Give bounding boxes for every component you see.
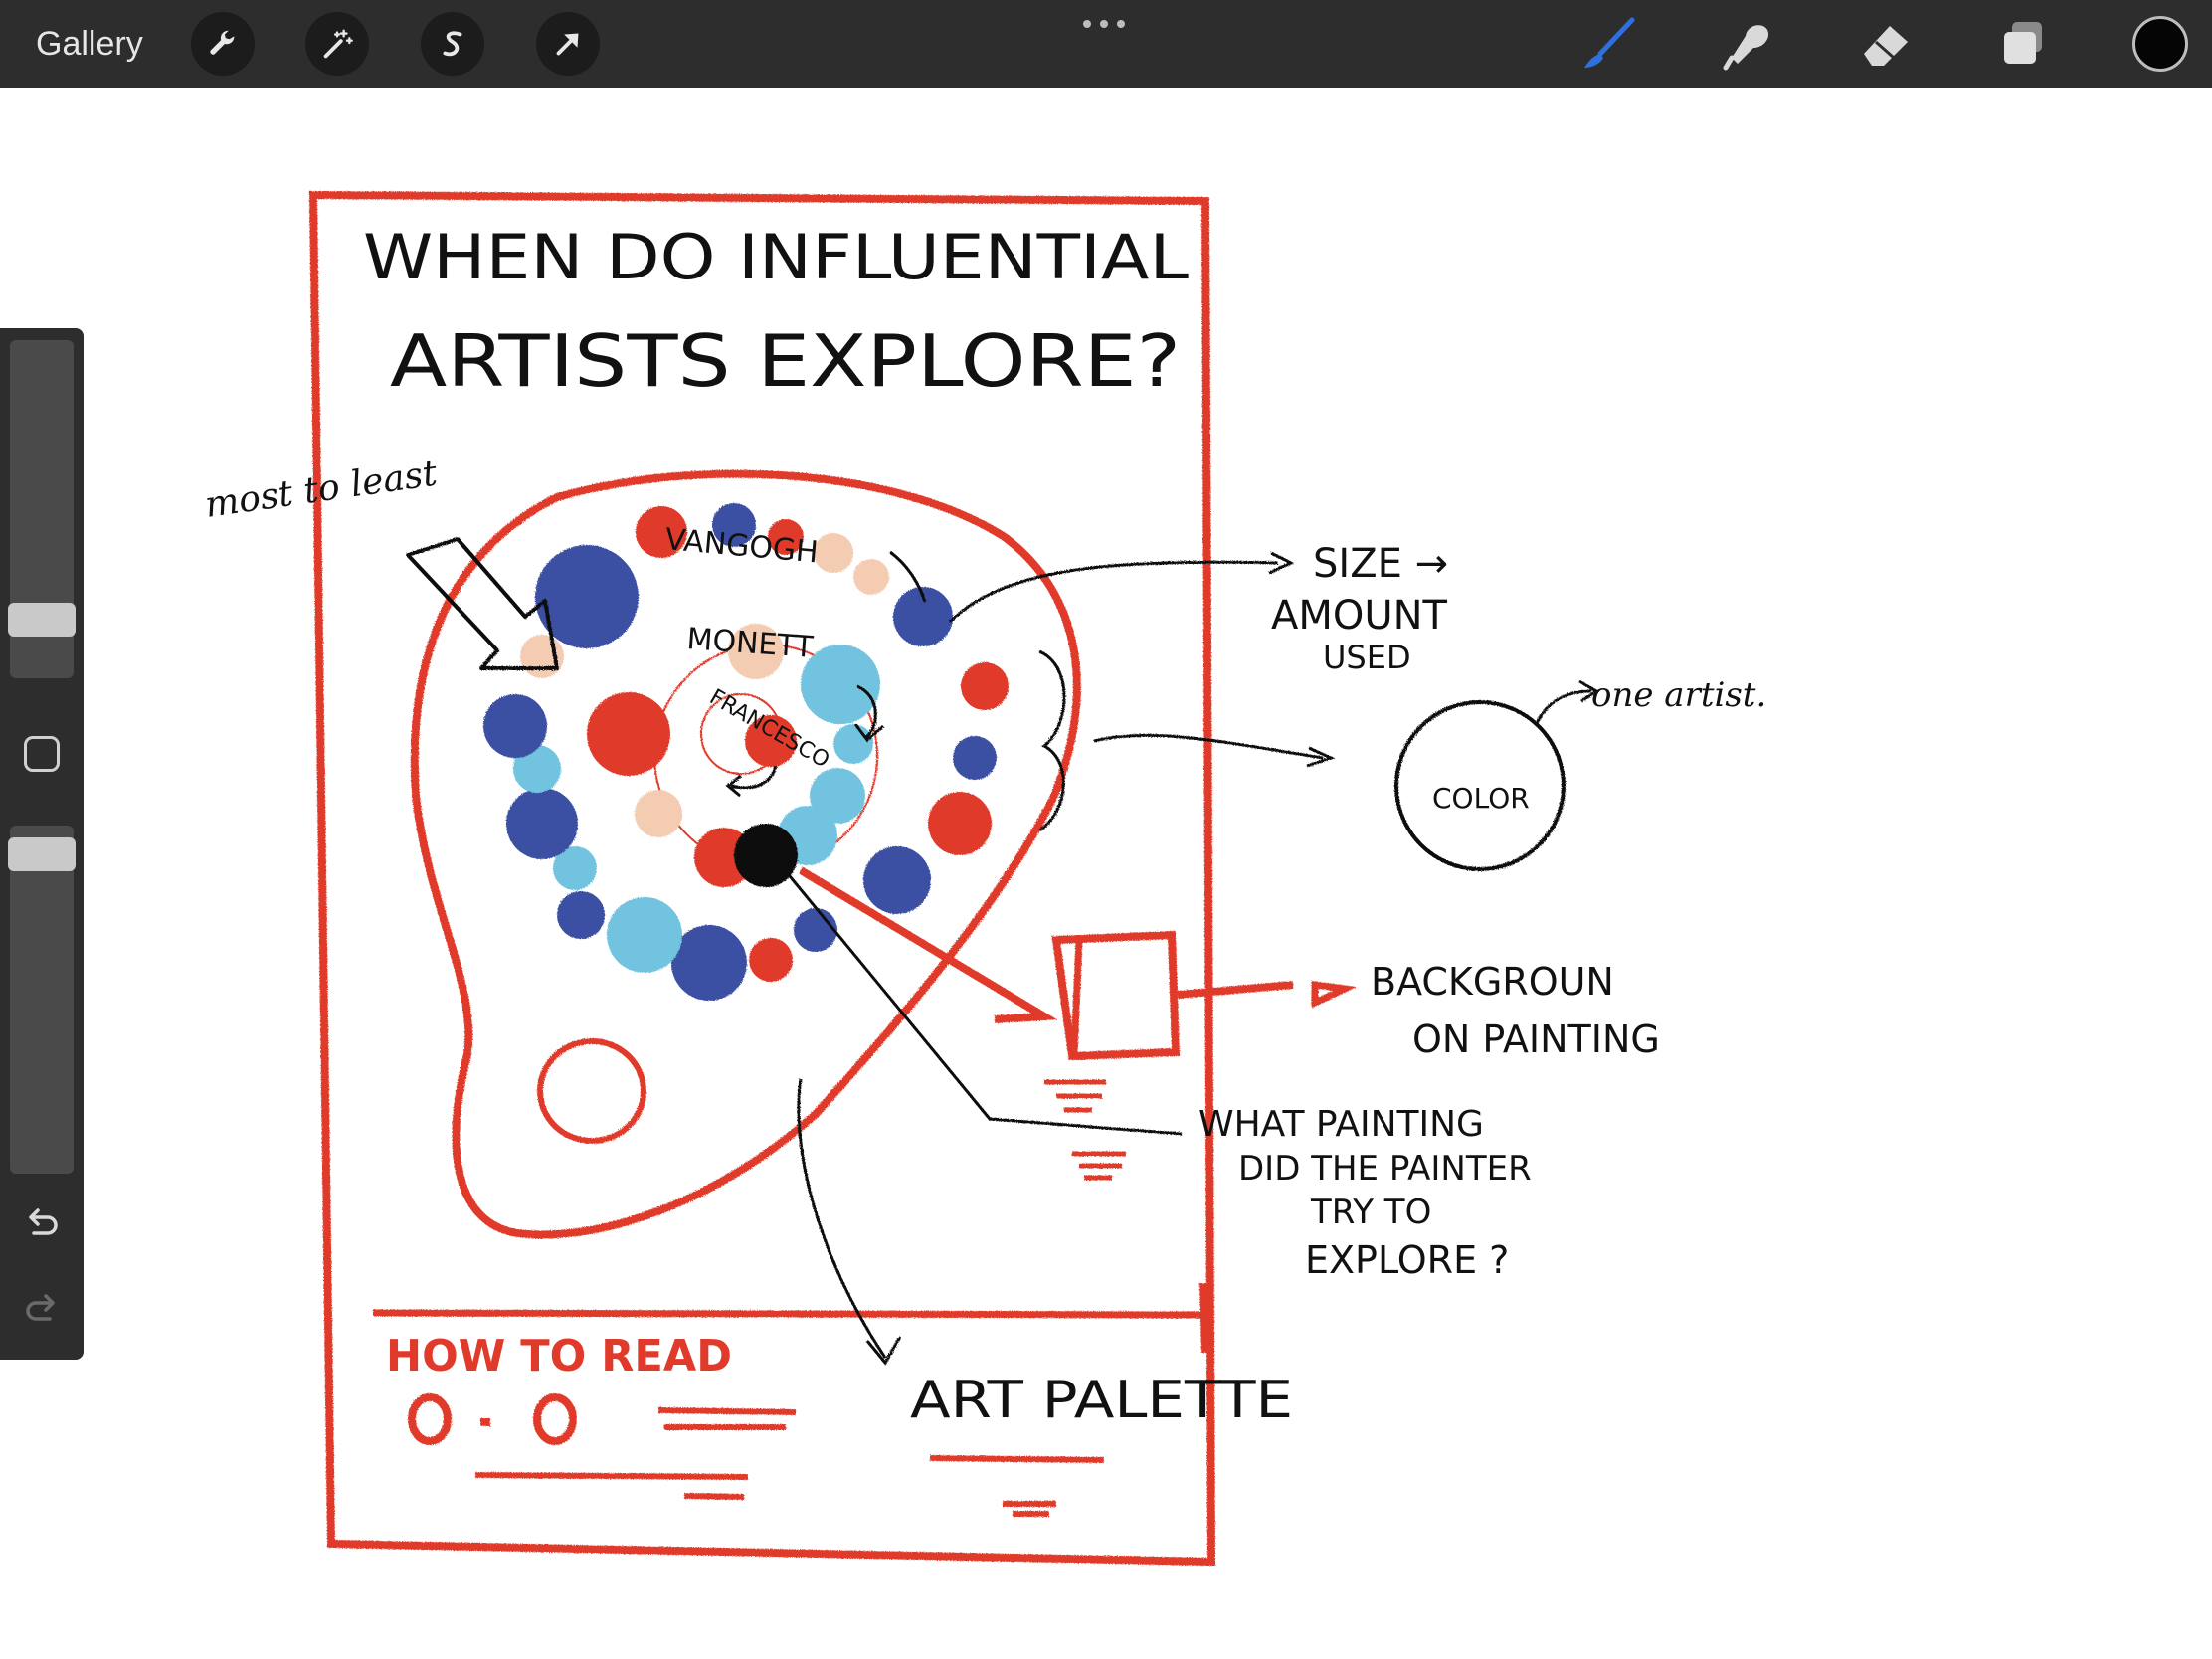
label-how-to-read: HOW TO READ [386, 1331, 732, 1382]
inner-color-ring [587, 624, 880, 887]
opacity-slider[interactable] [10, 826, 74, 1174]
palette-outline [410, 469, 1081, 1239]
drawing-canvas[interactable]: WHEN DO INFLUENTIAL ARTISTS EXPLORE? mos… [0, 88, 2212, 1659]
palette-thumb-hole [537, 1038, 646, 1144]
label-amount: AMOUNT [1271, 593, 1448, 639]
gallery-button[interactable]: Gallery [36, 25, 143, 63]
label-art-palette: ART PALETTE [910, 1371, 1293, 1430]
label-size: SIZE → [1313, 541, 1448, 587]
label-what-line4: EXPLORE ? [1305, 1238, 1509, 1282]
undo-icon[interactable] [20, 1203, 64, 1247]
label-color: COLOR [1432, 782, 1530, 815]
transform-arrow-icon[interactable] [536, 12, 600, 76]
label-one-artist: one artist. [1591, 675, 1766, 715]
magic-wand-icon[interactable] [305, 12, 369, 76]
label-what-line1: WHAT PAINTING [1198, 1104, 1484, 1145]
top-toolbar: Gallery [0, 0, 2212, 88]
label-monet: MONETT [685, 622, 815, 665]
label-what-line2: DID THE PAINTER [1238, 1149, 1532, 1189]
poster-frame [308, 190, 1216, 1567]
painting-thumbnail [1051, 930, 1181, 1061]
layers-icon[interactable] [1994, 14, 2054, 74]
color-picker-button[interactable] [2132, 16, 2188, 72]
redo-icon[interactable] [20, 1289, 64, 1333]
brush-size-handle[interactable] [8, 603, 76, 637]
selection-icon[interactable] [421, 12, 484, 76]
label-background-line2: ON PAINTING [1412, 1017, 1660, 1061]
more-options-icon[interactable] [1079, 16, 1129, 32]
color-legend-circle [1394, 700, 1566, 871]
eraser-icon[interactable] [1856, 14, 1916, 74]
label-what-line3: TRY TO [1310, 1193, 1431, 1232]
side-toolbar [0, 328, 84, 1360]
outer-color-ring [483, 503, 1009, 1001]
modify-button[interactable] [24, 736, 60, 772]
smudge-icon[interactable] [1718, 14, 1777, 74]
poster-title-line1: WHEN DO INFLUENTIAL [363, 221, 1190, 293]
opacity-handle[interactable] [8, 837, 76, 871]
brush-icon[interactable] [1578, 14, 1638, 74]
poster-title-line2: ARTISTS EXPLORE? [390, 319, 1181, 403]
label-used: USED [1323, 639, 1411, 676]
label-background-line1: BACKGROUN [1371, 960, 1614, 1004]
wrench-icon[interactable] [191, 12, 255, 76]
